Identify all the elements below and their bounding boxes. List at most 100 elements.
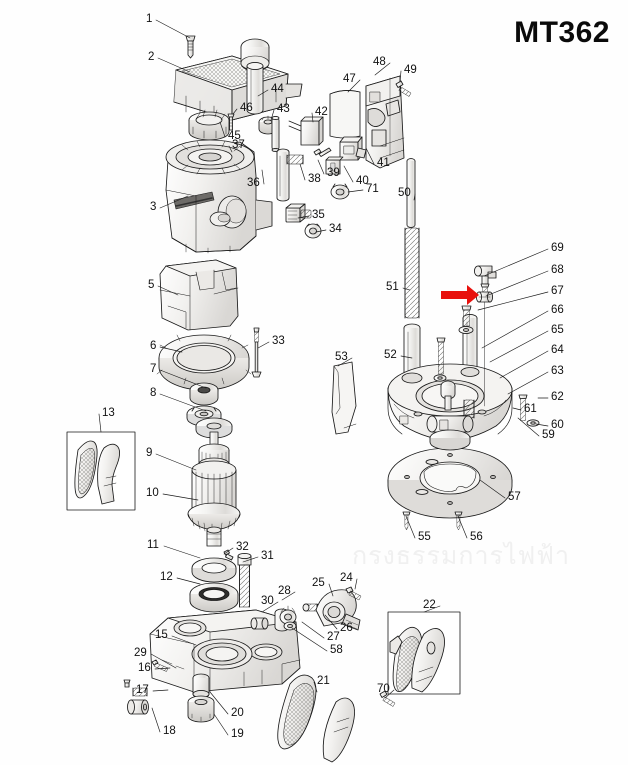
leader-line-47 [347, 79, 361, 93]
callout-number-6: 6 [150, 340, 157, 352]
leader-line-44 [257, 89, 269, 97]
callout-number-13: 13 [102, 407, 115, 419]
part-18-bushing [127, 699, 149, 715]
leader-line-52 [400, 355, 413, 359]
part-33-long-screw [251, 327, 262, 378]
leader-line-13 [98, 413, 102, 433]
callout-number-38: 38 [308, 173, 321, 185]
callout-number-3: 3 [150, 201, 157, 213]
leader-line-25 [328, 583, 334, 597]
callout-number-57: 57 [508, 491, 521, 503]
leader-line-65 [489, 330, 549, 363]
leader-line-6 [159, 346, 183, 353]
watermark-text: กรงธรรมการไฟฟ้า [352, 541, 570, 570]
part-20-sleeve [192, 673, 210, 699]
callout-number-17: 17 [136, 684, 149, 696]
part-62-bolt [518, 394, 528, 421]
callout-number-20: 20 [231, 707, 244, 719]
arrow-head [467, 285, 479, 305]
callout-number-62: 62 [551, 391, 564, 403]
callout-number-31: 31 [261, 550, 274, 562]
part-49-screw [395, 80, 412, 97]
leader-line-16 [154, 667, 171, 670]
callout-number-36: 36 [247, 177, 260, 189]
part-3-motor-housing [165, 139, 273, 254]
leader-line-11 [163, 545, 201, 559]
part-32-screw [223, 549, 234, 561]
part-7-bearing [189, 382, 219, 406]
leader-line-68 [485, 270, 549, 297]
leader-line-19 [213, 713, 229, 736]
leader-line-22 [423, 605, 441, 613]
leader-line-33 [257, 341, 270, 349]
part-41-switch-block [339, 136, 367, 161]
callout-number-52: 52 [384, 349, 397, 361]
callout-number-37: 37 [232, 139, 245, 151]
leader-line-1 [155, 19, 191, 39]
callout-number-53: 53 [335, 351, 348, 363]
callout-number-44: 44 [271, 83, 284, 95]
leader-line-3 [159, 195, 189, 209]
part-29-bolt [151, 659, 169, 672]
leader-line-35 [297, 215, 310, 219]
callout-number-28: 28 [278, 585, 291, 597]
part-50-rod [406, 158, 416, 228]
leader-line-18 [151, 707, 161, 733]
part-22-group-box [387, 611, 461, 695]
leader-line-27 [301, 621, 325, 639]
leader-line-60 [535, 423, 549, 427]
callout-number-67: 67 [551, 285, 564, 297]
callout-number-33: 33 [272, 335, 285, 347]
part-27-coupling [279, 605, 297, 625]
leader-line-51 [402, 287, 411, 291]
leader-line-49 [399, 70, 402, 83]
leader-line-43 [270, 109, 275, 121]
part-70-screw [379, 690, 396, 707]
leader-line-70 [384, 689, 395, 699]
part-10-fan-pinion [187, 502, 241, 547]
leader-line-42 [311, 112, 314, 123]
callout-number-59: 59 [542, 429, 555, 441]
leader-line-61 [512, 407, 522, 411]
part-15-base-housing [149, 609, 301, 693]
callout-number-5: 5 [148, 279, 155, 291]
callout-number-61: 61 [524, 403, 537, 415]
callout-number-8: 8 [150, 387, 157, 399]
part-65-washer [458, 325, 474, 335]
part-31-long-bolt [237, 552, 252, 608]
part-66-bolt [461, 305, 472, 327]
page-title: MT362 [514, 16, 610, 49]
callout-number-29: 29 [134, 647, 147, 659]
part-60-washer [526, 419, 540, 427]
callout-number-55: 55 [418, 531, 431, 543]
callout-number-16: 16 [138, 662, 151, 674]
callout-number-68: 68 [551, 264, 564, 276]
leader-line-28 [281, 591, 296, 601]
part-64-threaded-rod [436, 337, 446, 375]
callout-number-43: 43 [277, 103, 290, 115]
callout-number-34: 34 [329, 223, 342, 235]
callout-number-42: 42 [315, 106, 328, 118]
leader-line-26 [324, 614, 338, 630]
part-71-cap [330, 183, 350, 200]
leader-line-55 [405, 515, 416, 539]
callout-number-41: 41 [377, 157, 390, 169]
leader-line-66 [481, 310, 549, 349]
leader-line-71 [347, 189, 364, 193]
leader-line-59 [517, 417, 540, 437]
part-6-bearing-flange [156, 334, 252, 391]
callout-number-46: 46 [240, 102, 253, 114]
leader-line-29 [150, 653, 177, 669]
part-69-elbow [473, 265, 497, 285]
leader-line-50 [413, 193, 416, 201]
leader-line-9 [155, 453, 197, 471]
leader-line-31 [242, 556, 259, 563]
leader-line-40 [343, 165, 354, 183]
part-13-group-box [66, 431, 136, 511]
part-48-switch-housing [365, 75, 405, 169]
part-63-washer [433, 374, 447, 382]
part-58-washer [283, 621, 297, 631]
part-30-bushing [250, 617, 269, 630]
callout-number-35: 35 [312, 209, 325, 221]
callout-number-15: 15 [155, 629, 168, 641]
